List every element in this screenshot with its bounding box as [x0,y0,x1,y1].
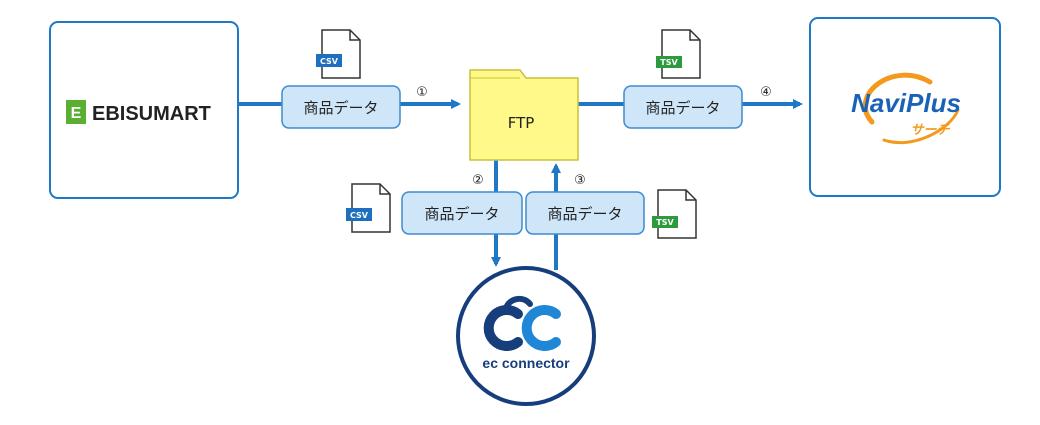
flow-label: 商品データ [424,205,499,223]
ebisumart-name: EBISUMART [92,103,211,125]
naviplus-swoosh-icon [862,72,933,125]
tsv-file-icon: TSV [656,29,701,79]
ebisumart-node: E EBISUMART [49,21,239,199]
svg-text:CSV: CSV [350,211,369,220]
naviplus-node: NaviPlus サーチ [809,17,1001,197]
csv-file-icon: CSV [316,29,361,79]
flow-step-1: CSV 商品データ ① [281,29,428,129]
flow-label-box [281,85,401,129]
naviplus-swoosh-lower-icon [882,108,960,145]
ecconnector-node: ec connector [456,266,596,406]
svg-text:TSV: TSV [660,58,678,67]
ftp-label: FTP [508,114,535,132]
flow-label: 商品データ [645,99,720,117]
ebisumart-logo-letter: E [71,105,82,122]
naviplus-sub: サーチ [910,123,950,138]
flow-step-4: TSV 商品データ ④ [623,29,772,129]
svg-text:CSV: CSV [320,57,339,66]
ebisumart-logo-mark [66,100,86,124]
flow-label: 商品データ [303,99,378,117]
naviplus-name: NaviPlus [851,88,961,118]
svg-text:TSV: TSV [656,218,674,227]
ecconnector-name: ec connector [482,355,570,371]
step-number: ③ [574,173,586,188]
ecconnector-logo-icon [483,295,561,351]
step-number: ② [472,173,484,188]
csv-file-icon: CSV [346,183,391,233]
flow-label: 商品データ [547,205,622,223]
flow-label-box [401,191,523,235]
tsv-file-icon: TSV [652,189,697,239]
flow-step-3: TSV 商品データ ③ [525,173,697,239]
step-number: ① [416,85,428,100]
flow-label-box [525,191,645,235]
folder-icon [469,69,579,161]
step-number: ④ [760,85,772,100]
flow-step-2: CSV 商品データ ② [346,173,523,235]
flow-label-box [623,85,743,129]
ftp-folder-node: FTP [469,69,579,161]
